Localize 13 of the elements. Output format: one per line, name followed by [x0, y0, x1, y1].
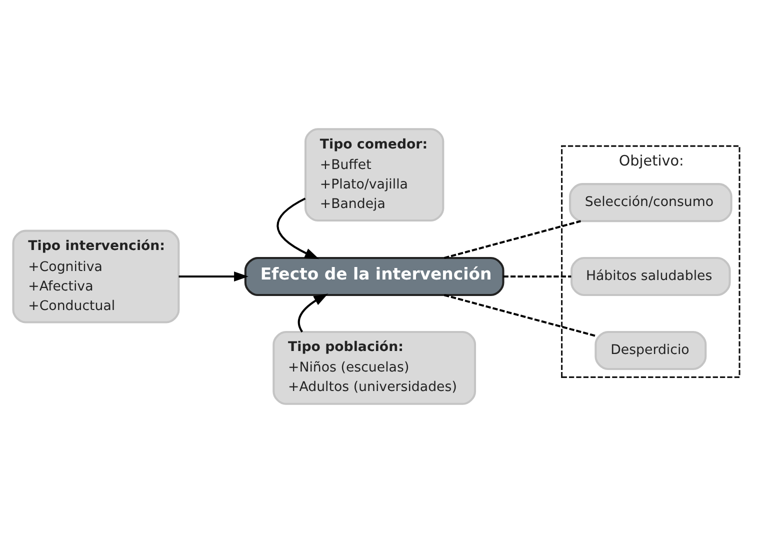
node-box: Selección/consumo — [568, 183, 732, 222]
connector — [443, 220, 581, 259]
node-box: Tipo población: +Niños (escuelas) +Adultos (universidades) — [272, 330, 476, 405]
node-box: Desperdicio — [594, 330, 706, 370]
arrow — [178, 271, 248, 282]
node-box: Efecto de la intervención — [244, 257, 504, 296]
node-box: Tipo intervención: +Cognitiva +Afectiva +Conductual — [12, 230, 180, 324]
arrow — [276, 198, 319, 260]
arrow — [297, 294, 328, 332]
node-box: Hábitos saludables — [570, 257, 730, 296]
node-box: Tipo comedor: +Buffet +Plato/vajilla +Bandeja — [304, 128, 444, 222]
connector — [443, 294, 596, 337]
connector — [502, 275, 571, 278]
